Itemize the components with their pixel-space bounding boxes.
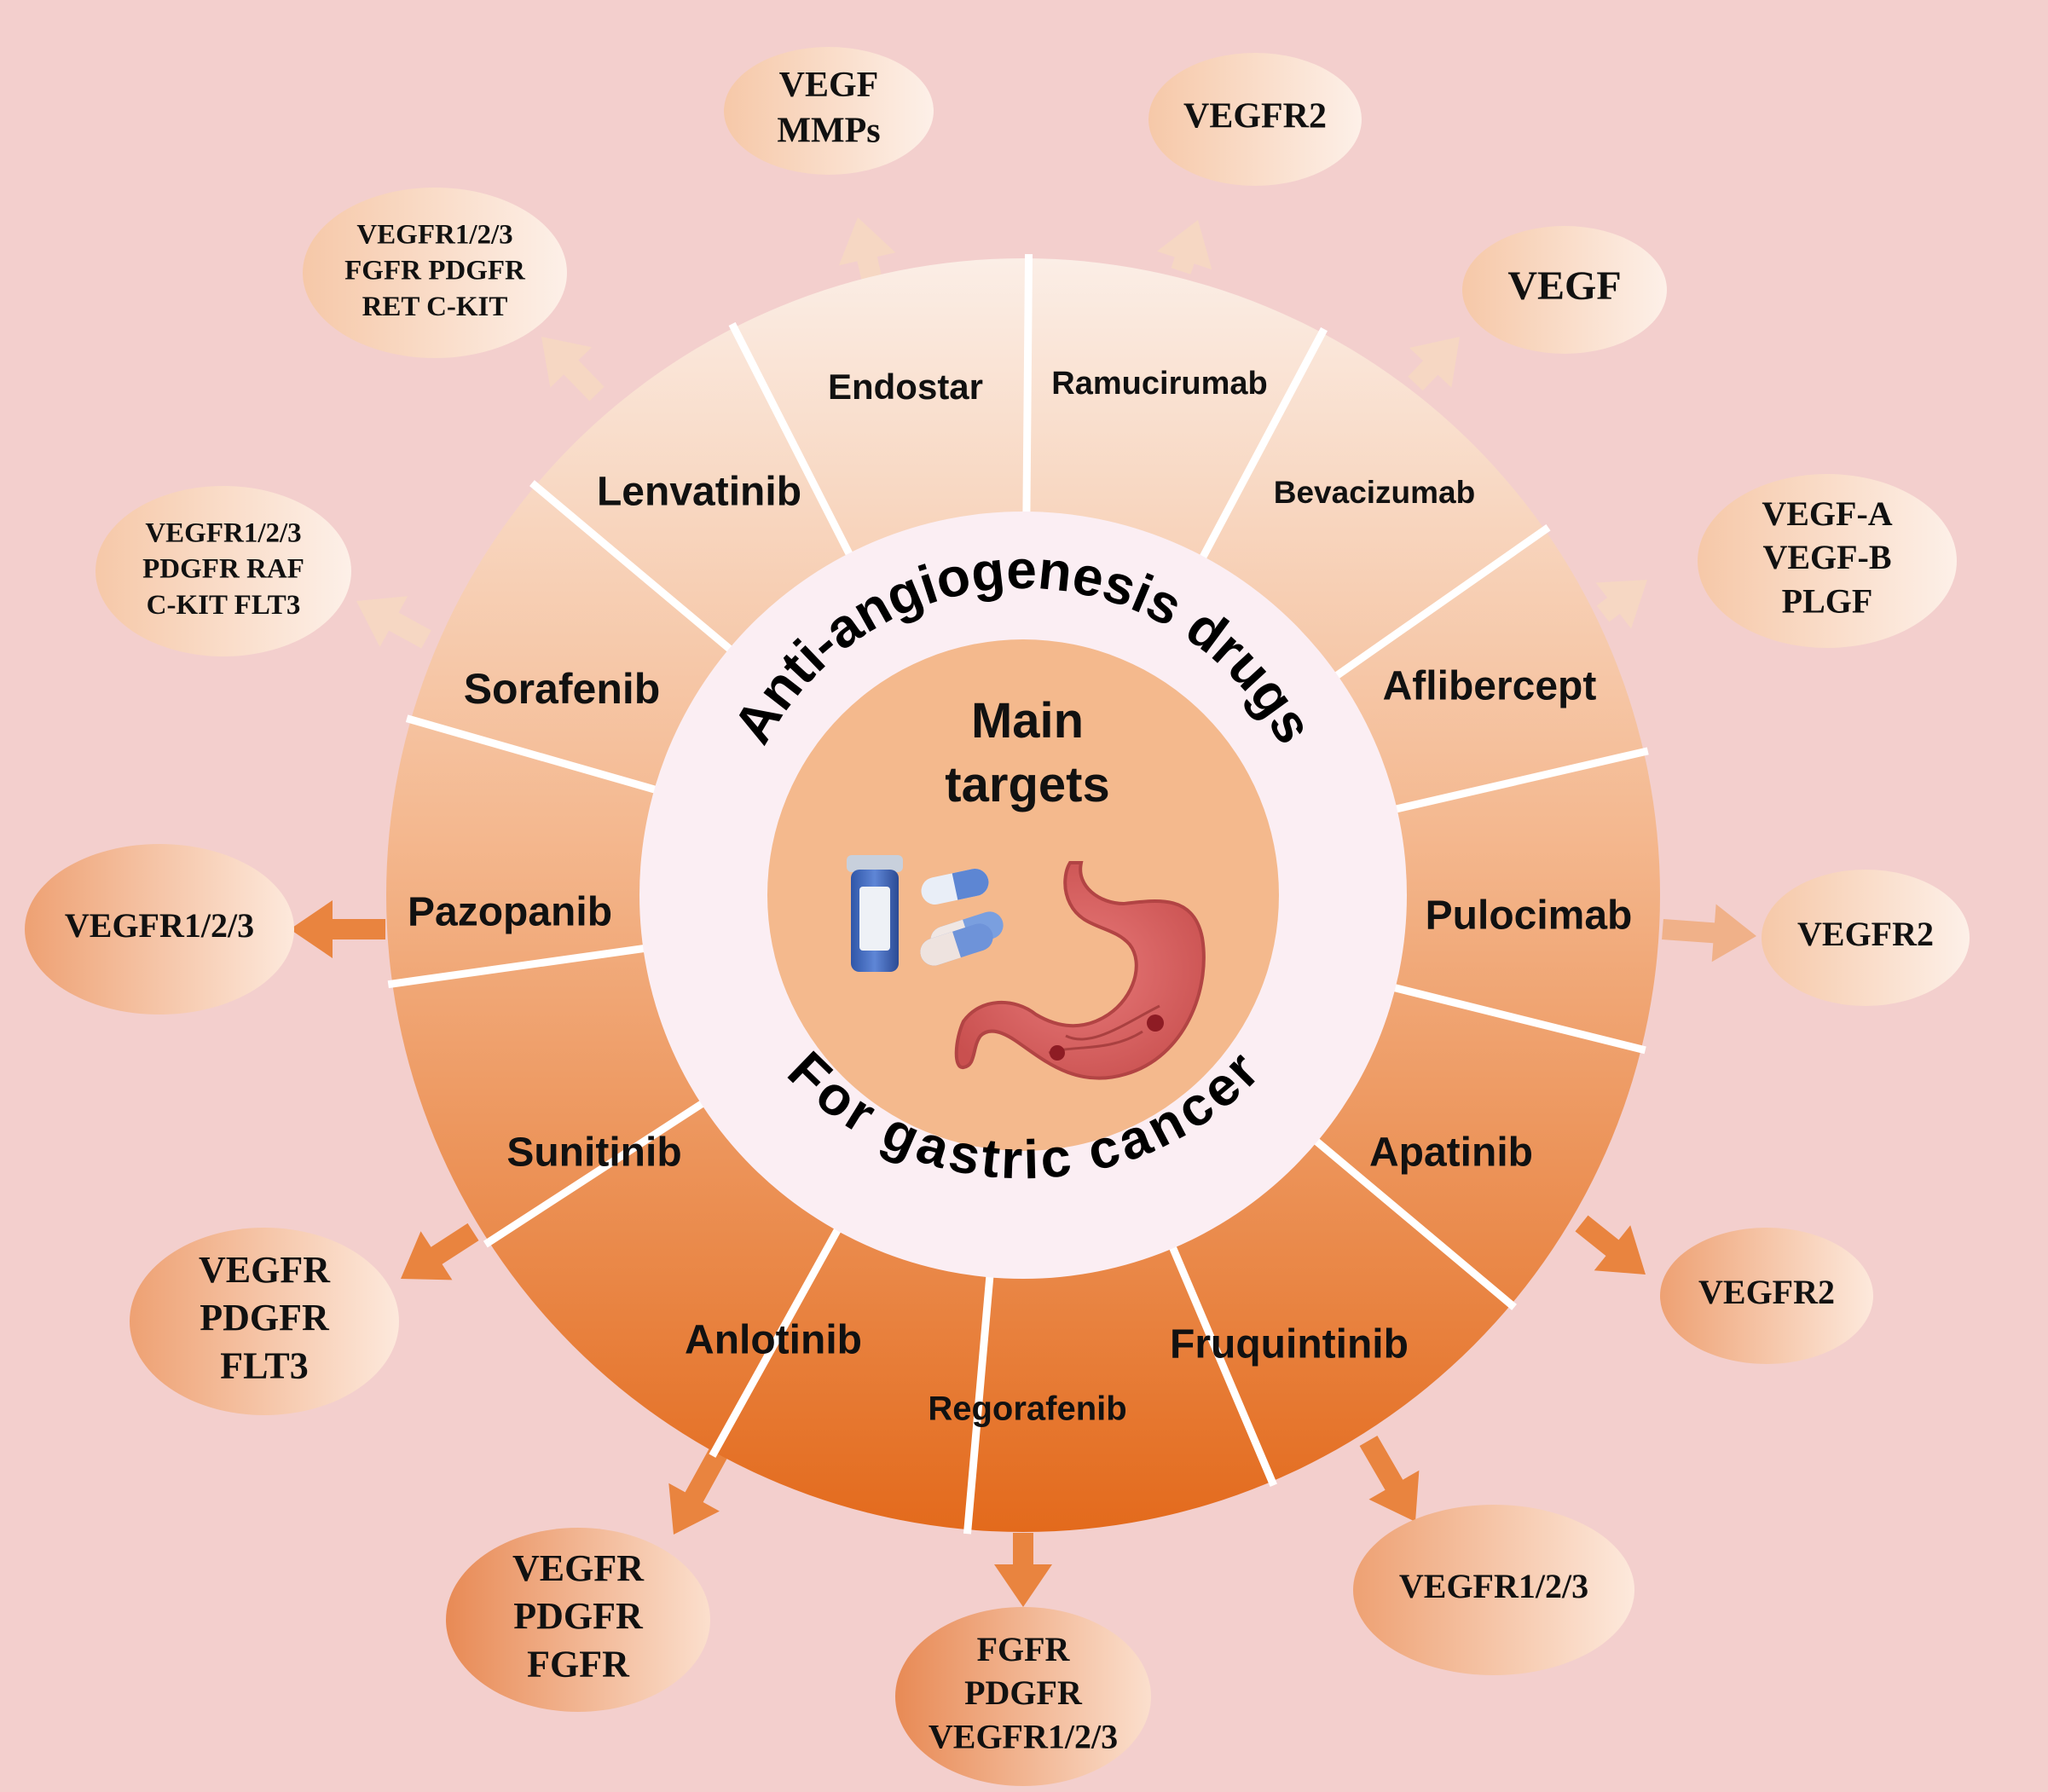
- drug-label: Pazopanib: [408, 890, 612, 935]
- wheel-divider: [483, 1098, 708, 1248]
- target-ovals: VEGFR2VEGFVEGF-AVEGF-BPLGFVEGFR2VEGFR2VE…: [25, 47, 1970, 1786]
- target-label: RET C-KIT: [362, 292, 508, 322]
- drug-labels: RamucirumabBevacizumabAfliberceptPulocim…: [408, 366, 1632, 1428]
- target-label: VEGFR1/2/3: [145, 517, 301, 548]
- target-oval: [1148, 53, 1362, 186]
- target-oval: [303, 188, 567, 358]
- target-arrow: [1156, 220, 1212, 275]
- drug-label: Pulocimab: [1426, 893, 1633, 939]
- target-arrow: [1359, 1436, 1420, 1522]
- target-oval: [1762, 870, 1970, 1006]
- target-label: FGFR: [527, 1643, 630, 1685]
- target-label: VEGFR2: [1183, 97, 1327, 136]
- center-title-line1: Main: [971, 693, 1084, 749]
- target-arrow: [994, 1533, 1052, 1607]
- target-oval: [1353, 1505, 1634, 1675]
- target-label: VEGFR: [512, 1547, 645, 1589]
- drug-label: Sorafenib: [464, 665, 661, 713]
- target-arrow: [290, 900, 385, 958]
- drug-label: Aflibercept: [1383, 664, 1597, 709]
- wheel-divider: [1197, 327, 1328, 563]
- target-arrow: [541, 337, 605, 402]
- drug-label: Regorafenib: [928, 1390, 1126, 1428]
- target-oval: [895, 1607, 1151, 1786]
- drug-label: Ramucirumab: [1051, 366, 1267, 402]
- target-label: VEGFR2: [1698, 1273, 1835, 1311]
- target-label: MMPs: [777, 112, 880, 151]
- target-arrow: [1575, 1215, 1646, 1275]
- wheel-divider: [1310, 1136, 1517, 1310]
- target-oval: [25, 844, 294, 1015]
- target-oval: [1660, 1228, 1873, 1364]
- target-arrow: [356, 596, 431, 649]
- wheel-divider: [709, 1225, 843, 1458]
- drug-label: Lenvatinib: [597, 470, 801, 515]
- target-oval: [724, 47, 934, 175]
- wheel-dividers: [387, 253, 1649, 1535]
- wheel-divider: [963, 1272, 994, 1535]
- target-oval: [1698, 474, 1957, 648]
- target-label: C-KIT FLT3: [147, 590, 301, 621]
- wheel-divider: [529, 480, 736, 655]
- center-title-line2: targets: [945, 757, 1109, 812]
- target-label: PDGFR: [964, 1673, 1083, 1712]
- target-label: FGFR PDGFR: [344, 256, 526, 286]
- wheel-divider: [1391, 747, 1649, 814]
- target-oval: [446, 1528, 710, 1712]
- wheel-divider: [405, 714, 660, 795]
- target-oval: [1462, 226, 1667, 354]
- target-oval: [95, 486, 351, 656]
- target-label: PDGFR: [200, 1297, 330, 1338]
- target-label: VEGFR2: [1797, 915, 1934, 953]
- target-label: VEGF-A: [1762, 494, 1892, 533]
- drug-label: Bevacizumab: [1274, 475, 1476, 510]
- target-label: VEGF: [1507, 263, 1621, 309]
- target-label: VEGFR1/2/3: [356, 219, 512, 250]
- target-label: PDGFR RAF: [142, 554, 304, 585]
- target-arrow: [1595, 580, 1647, 629]
- drug-label: Sunitinib: [506, 1130, 681, 1176]
- wheel-divider: [1022, 253, 1033, 517]
- wheel-divider: [387, 944, 648, 989]
- capsule-icon: [920, 869, 1004, 966]
- target-label: VEGFR1/2/3: [1399, 1567, 1588, 1605]
- target-oval: [130, 1228, 399, 1415]
- target-label: VEGFR: [199, 1249, 331, 1291]
- pill-bottle-icon: [847, 855, 903, 972]
- drug-label: Fruquintinib: [1170, 1322, 1409, 1367]
- target-arrow: [839, 217, 896, 280]
- target-label: VEGF: [779, 66, 879, 105]
- target-label: FGFR: [977, 1630, 1071, 1668]
- target-arrow: [1662, 904, 1756, 962]
- wheel-divider: [1390, 983, 1646, 1055]
- target-label: VEGF-B: [1762, 538, 1891, 576]
- drug-label: Anlotinib: [685, 1318, 862, 1363]
- wheel-divider: [1167, 1242, 1277, 1487]
- target-arrow: [1408, 337, 1460, 391]
- target-label: VEGFR1/2/3: [929, 1717, 1118, 1755]
- target-label: VEGFR1/2/3: [65, 906, 254, 945]
- drug-label: Endostar: [828, 367, 983, 407]
- drug-label: Apatinib: [1369, 1130, 1533, 1176]
- stomach-icon: [954, 861, 1206, 1080]
- target-arrow: [668, 1444, 730, 1535]
- target-label: FLT3: [220, 1344, 309, 1386]
- target-arrow: [401, 1223, 479, 1280]
- target-arrows: [290, 217, 1756, 1607]
- target-label: PDGFR: [513, 1595, 644, 1637]
- wheel-divider: [1331, 523, 1551, 681]
- wheel-divider: [728, 321, 854, 559]
- target-label: PLGF: [1782, 581, 1873, 620]
